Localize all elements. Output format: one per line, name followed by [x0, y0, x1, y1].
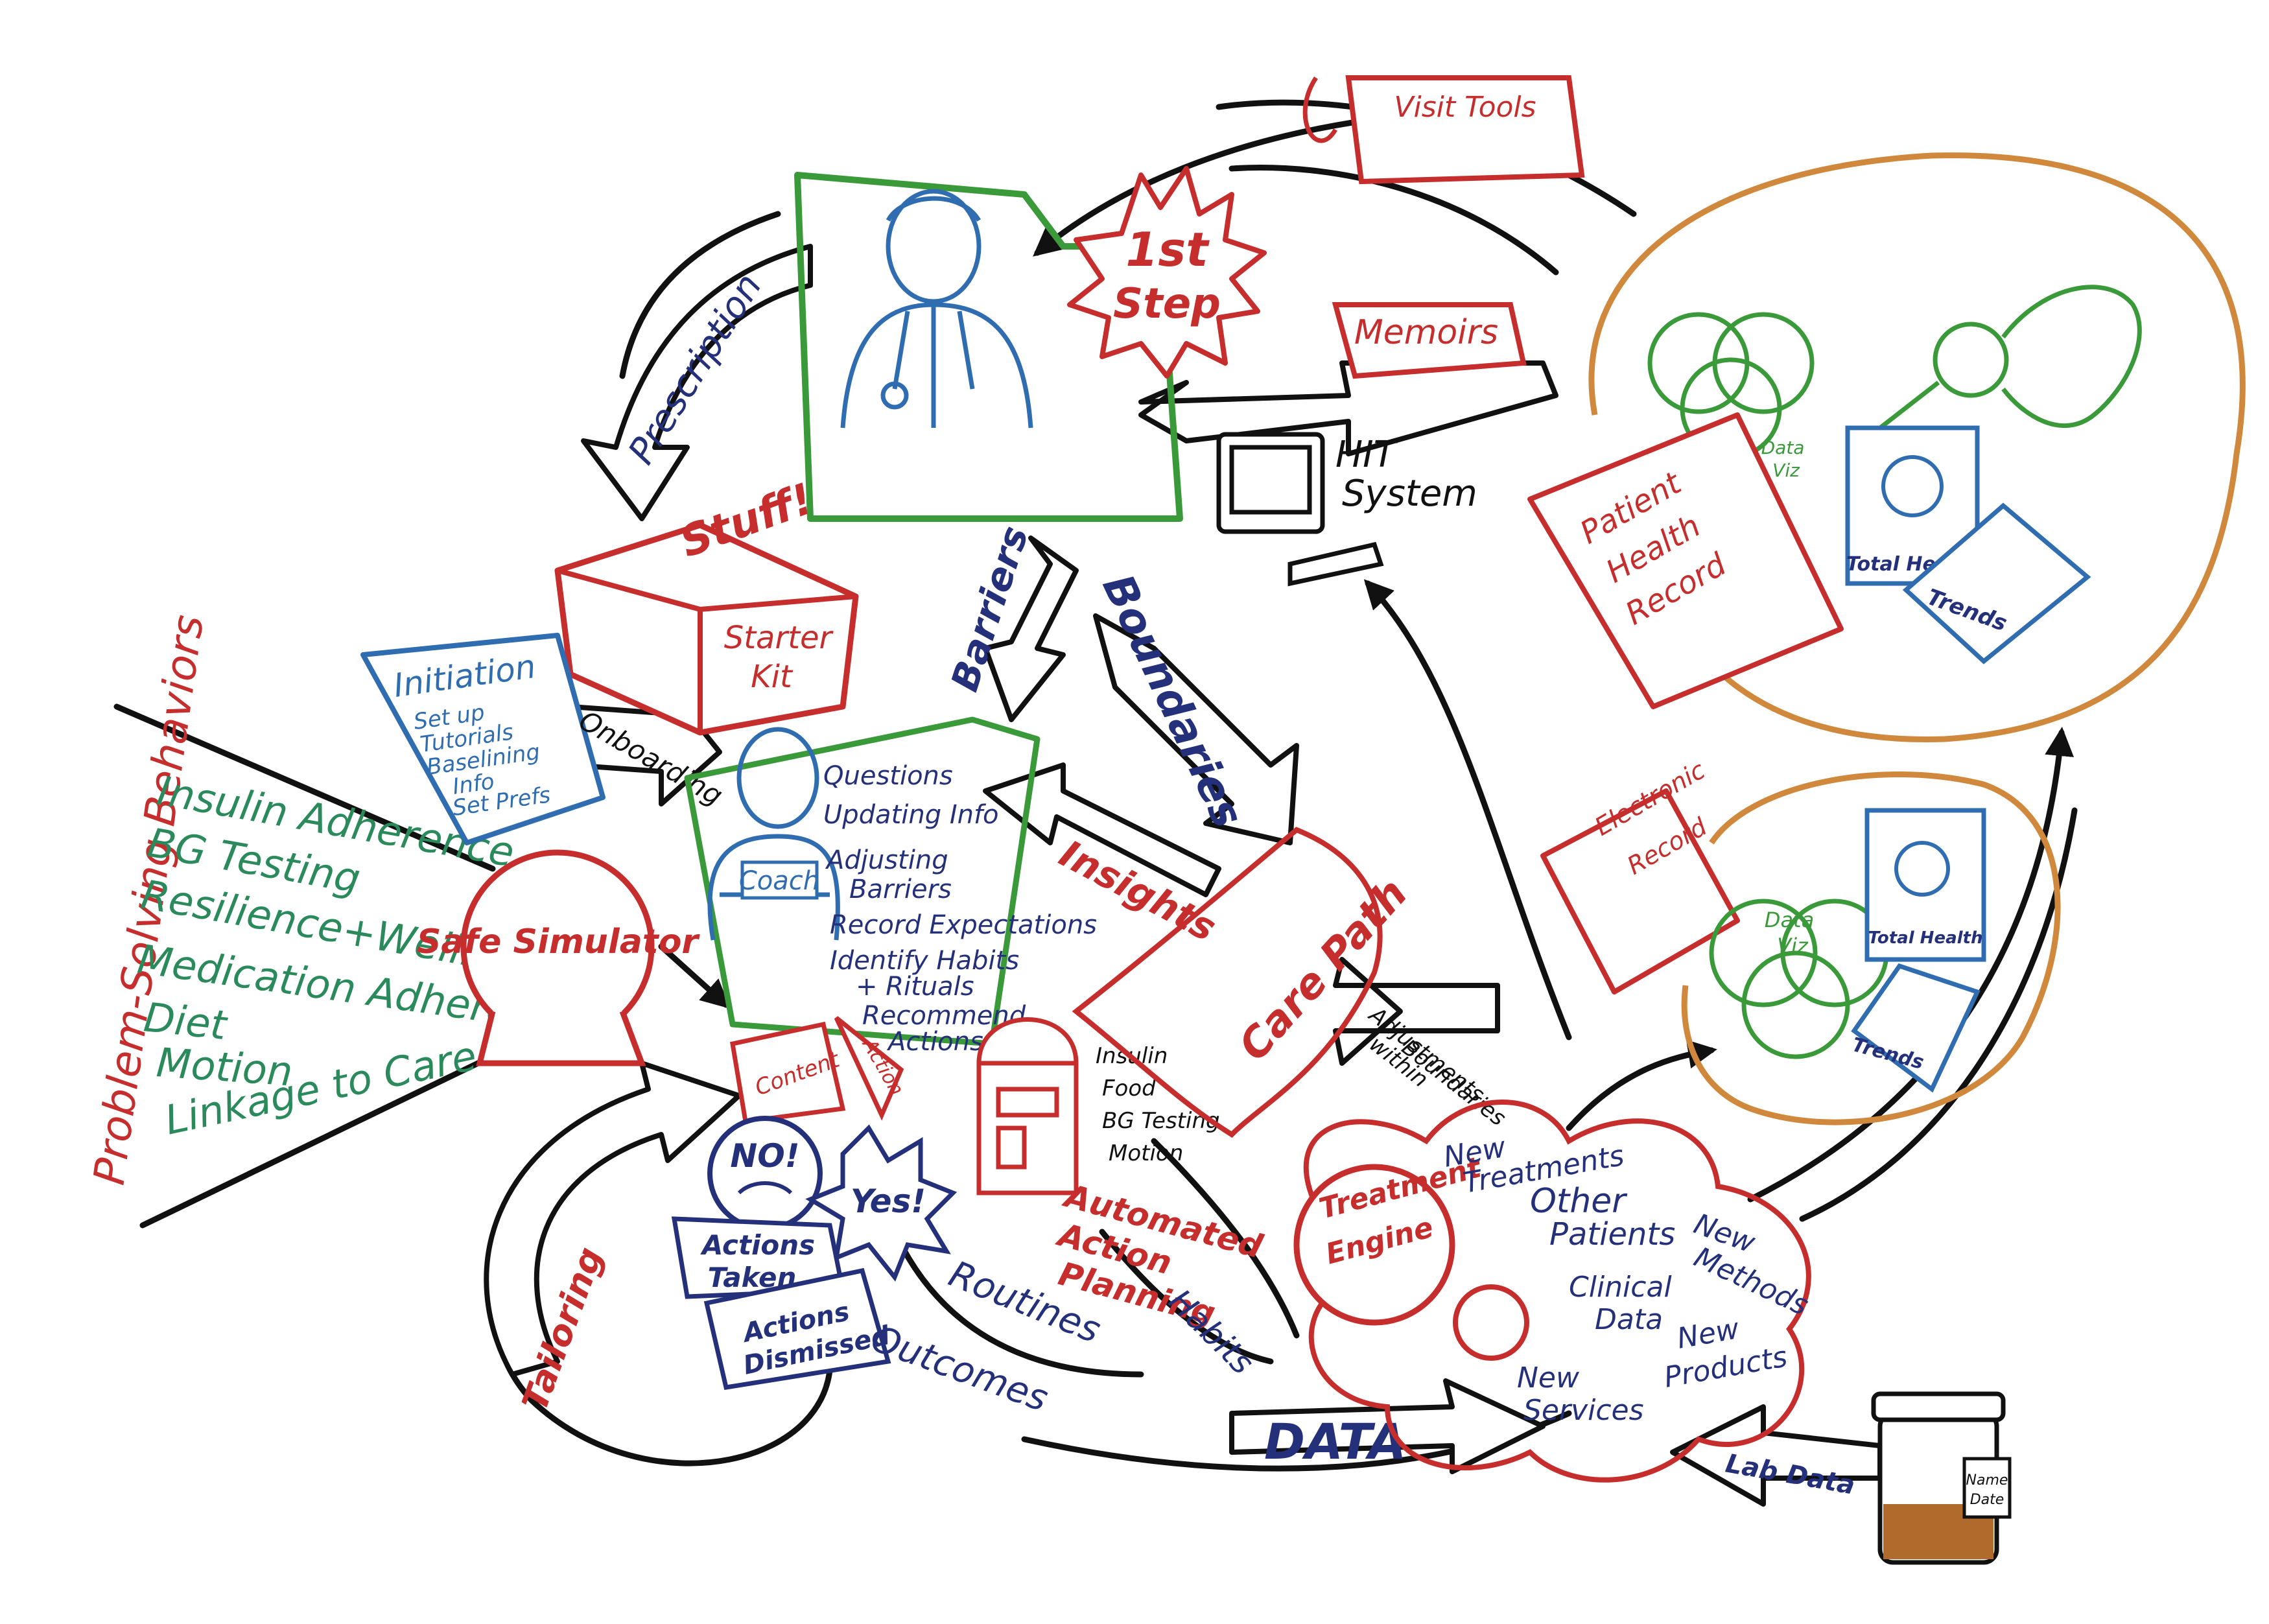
- robot-item: Motion: [1109, 1140, 1183, 1166]
- viz-line: Data: [1765, 908, 1814, 932]
- coach-list-item: Barriers: [849, 875, 952, 904]
- cloud-item: Data: [1595, 1303, 1663, 1336]
- jar-label-line: Date: [1970, 1492, 2004, 1508]
- coach-list-item: Identify Habits: [830, 946, 1019, 976]
- behavior-item: Motion: [155, 1039, 294, 1095]
- coach-list-item: + Rituals: [856, 972, 974, 1002]
- phr-circle: Data Viz Patient Health Record Total Hea…: [1527, 152, 2246, 742]
- first-step-line1: 1st: [1125, 222, 1210, 277]
- cloud-item: Methods: [1689, 1241, 1813, 1323]
- no-label: NO!: [730, 1137, 799, 1175]
- visit-tools-label: Visit Tools: [1394, 91, 1536, 124]
- trends-card: [1851, 963, 1981, 1093]
- starter-line2: Kit: [751, 659, 794, 695]
- yes-badge-icon: [805, 1124, 958, 1282]
- sample-jar-icon: Name Date: [1871, 1391, 2012, 1565]
- coach-badge-box: [740, 860, 819, 900]
- doctor-icon: [840, 189, 1033, 429]
- behavior-item: Diet: [141, 993, 230, 1049]
- doctor-panel: 1st Step HIT System Memoirs Visit Tools …: [620, 75, 1585, 587]
- cloud-item: Patients: [1549, 1216, 1675, 1253]
- ehr-book: [1540, 788, 1740, 994]
- actions-taken-line: Actions: [700, 1229, 815, 1261]
- trends-card: [1902, 502, 2091, 665]
- initiation-item: Info: [451, 768, 496, 800]
- cloud-item: Clinical: [1569, 1271, 1672, 1304]
- smiley-icon: [1881, 455, 1944, 517]
- safe-simulator: Safe Simulator: [417, 849, 701, 1066]
- care-path-band: [1072, 827, 1383, 1138]
- coach-list-item: Actions: [886, 1027, 983, 1057]
- data-label: DATA: [1264, 1413, 1406, 1470]
- viz-line: Data: [1761, 437, 1805, 458]
- coach-list-item: Record Expectations: [830, 910, 1097, 940]
- magnifier-icon: [1878, 285, 2142, 430]
- outcomes-label: Outcomes: [865, 1317, 1053, 1420]
- boundaries-label: Boundaries: [1092, 567, 1253, 835]
- coach-list-item: Adjusting: [825, 845, 948, 875]
- outcomes-panel: NO! Yes! Actions Taken Actions Dismissed…: [514, 1116, 1406, 1470]
- cloud-item: New: [1517, 1361, 1580, 1395]
- hit-line2: System: [1342, 473, 1477, 515]
- phr-book: [1527, 412, 1844, 709]
- content-card: [729, 1021, 846, 1124]
- first-step-line2: Step: [1113, 280, 1221, 328]
- memoirs-book-icon: Memoirs: [1332, 302, 1527, 379]
- total-health-label: Total Health: [1868, 928, 1983, 948]
- robot-icon: [976, 1017, 1079, 1195]
- yes-label: Yes!: [851, 1183, 926, 1220]
- sad-face-icon: [1894, 841, 1950, 897]
- memoirs-label: Memoirs: [1354, 313, 1498, 352]
- lab-data: Lab Data Name Date: [1723, 1391, 2012, 1565]
- cloud-item: Services: [1523, 1394, 1644, 1427]
- starter-kit: Stuff! Starter Kit: [554, 473, 859, 736]
- actions-dismissed-card: [703, 1267, 891, 1390]
- jar-label-line: Name: [1966, 1472, 2008, 1489]
- hit-computer-icon: [1216, 432, 1384, 587]
- coach-badge: Coach: [739, 866, 819, 896]
- gear-icon: [1293, 1164, 1529, 1361]
- robot-item: Food: [1102, 1076, 1156, 1101]
- coach-list-item: Updating Info: [823, 800, 999, 830]
- visit-tools-icon: Visit Tools: [1302, 75, 1585, 185]
- hit-line1: HIT: [1335, 434, 1398, 476]
- cloud-item: Other: [1530, 1182, 1628, 1221]
- viz-line: Viz: [1772, 460, 1800, 481]
- action-flag: [834, 1016, 904, 1121]
- viz-line: Viz: [1777, 934, 1809, 958]
- total-health-frame: [1864, 808, 1986, 962]
- first-step-badge: 1st Step: [1067, 166, 1267, 379]
- coach-list-item: Questions: [823, 761, 953, 791]
- prescription-label: Prescription: [620, 266, 770, 472]
- starter-line1: Starter: [724, 620, 834, 656]
- simulator-label: Safe Simulator: [417, 923, 701, 961]
